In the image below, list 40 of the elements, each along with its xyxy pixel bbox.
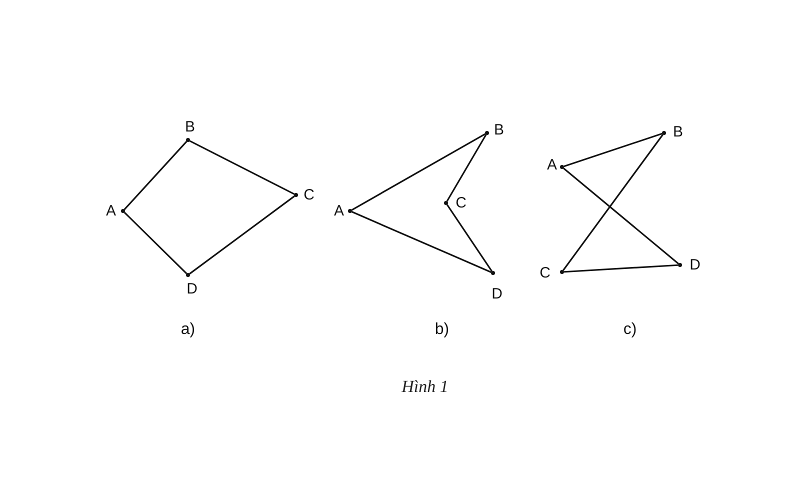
vertex-point xyxy=(294,193,298,197)
vertex-point xyxy=(444,201,448,205)
vertex-label: C xyxy=(540,266,550,280)
vertex-point xyxy=(678,263,682,267)
vertex-label: C xyxy=(456,196,466,210)
figure-caption: Hình 1 xyxy=(402,377,448,397)
vertex-point xyxy=(186,273,190,277)
figure-label: a) xyxy=(180,321,196,339)
line-segment xyxy=(564,264,678,273)
line-segment xyxy=(189,140,295,195)
line-segment xyxy=(189,196,295,274)
vertex-label: B xyxy=(185,120,195,134)
vertex-label: A xyxy=(547,158,557,172)
line-segment xyxy=(352,211,492,273)
line-segment xyxy=(351,133,486,211)
figure-label: b) xyxy=(434,321,450,339)
vertex-label: B xyxy=(673,124,683,140)
vertex-label: A xyxy=(106,204,116,218)
line-segment xyxy=(562,134,664,271)
vertex-label: A xyxy=(334,204,344,218)
vertex-point xyxy=(662,131,666,135)
vertex-label: D xyxy=(492,286,502,302)
vertex-point xyxy=(491,271,495,275)
vertex-label: D xyxy=(186,282,198,296)
vertex-label: B xyxy=(494,122,504,138)
line-segment xyxy=(446,134,487,202)
vertex-point xyxy=(186,138,190,142)
vertex-point xyxy=(121,209,125,213)
vertex-point xyxy=(560,165,564,169)
vertex-point xyxy=(348,209,352,213)
line-segment xyxy=(124,212,188,274)
vertex-point xyxy=(485,131,489,135)
figure-label: c) xyxy=(623,321,637,339)
vertex-point xyxy=(560,270,564,274)
line-segment xyxy=(124,140,188,210)
line-segment xyxy=(446,204,493,272)
line-segment xyxy=(563,168,679,264)
line-segment xyxy=(564,132,662,168)
vertex-label: D xyxy=(690,258,700,272)
vertex-label: C xyxy=(304,188,314,202)
